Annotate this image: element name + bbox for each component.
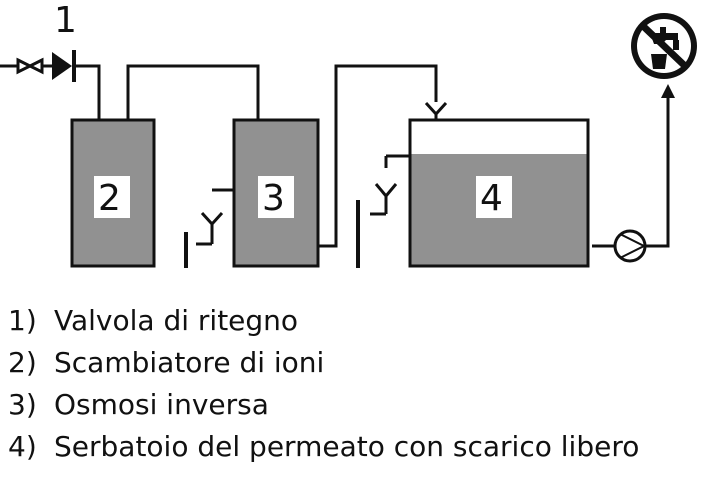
outlet-arrow-icon: [661, 84, 675, 98]
legend-item: 4)Serbatoio del permeato con scarico lib…: [8, 430, 640, 463]
reverse-osmosis-label: 3: [262, 178, 285, 219]
pipes: [74, 64, 670, 248]
no-drinking-water-icon: [631, 13, 697, 79]
ion-exchanger-label-box: [94, 176, 130, 218]
drain-tank: [356, 154, 410, 268]
tank-label-box: [476, 176, 512, 218]
legend-item: 3)Osmosi inversa: [8, 388, 269, 421]
ion-exchanger-label: 2: [98, 178, 121, 219]
inlet-pipe: [0, 57, 52, 75]
check-valve: [52, 50, 76, 82]
pump-icon: [613, 229, 647, 263]
tank-label: 4: [480, 178, 503, 219]
water-treatment-diagram: 1 2 3 4: [0, 0, 697, 268]
free-drain-inlet: [424, 101, 448, 120]
legend-item: 2)Scambiatore di ioni: [8, 346, 325, 379]
reverse-osmosis-label-box: [258, 176, 294, 218]
valve-label: 1: [54, 0, 77, 41]
legend-list: 1)Valvola di ritegno 2)Scambiatore di io…: [8, 300, 639, 468]
legend-item: 1)Valvola di ritegno: [8, 304, 299, 337]
drain-osmosis: [184, 188, 236, 268]
